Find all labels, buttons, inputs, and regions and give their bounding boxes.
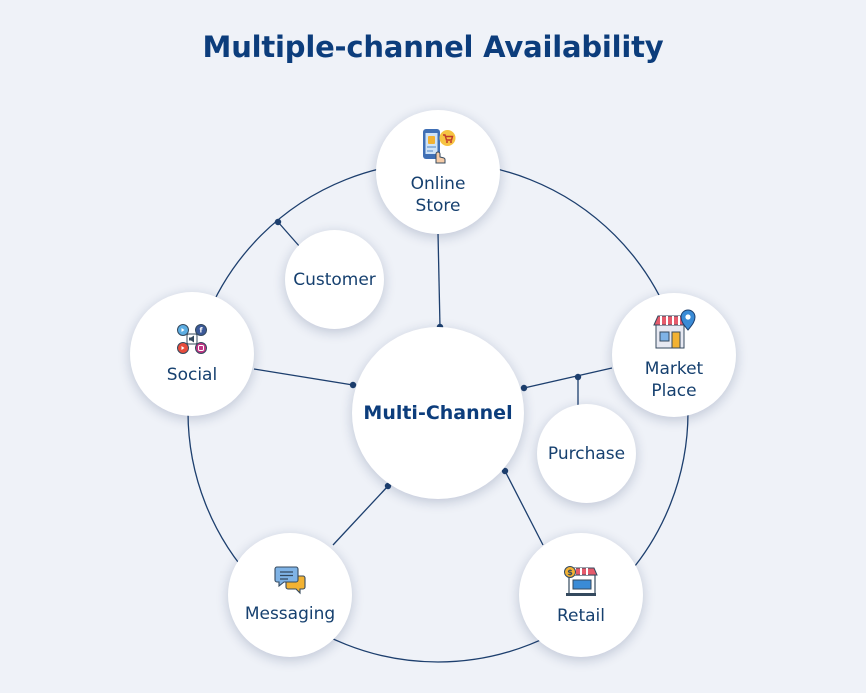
spoke-market-place	[523, 367, 613, 389]
retail-shop-icon: $	[563, 563, 599, 603]
spoke-online-store	[437, 232, 441, 328]
channel-node-label: Retail	[556, 606, 606, 626]
channel-node-market-place: Market Place	[612, 293, 736, 417]
spoke-retail	[504, 470, 544, 546]
junction-dot	[520, 384, 528, 392]
spoke-messaging	[332, 485, 389, 546]
junction-dot	[274, 218, 282, 226]
channel-node-social: f Social	[130, 292, 254, 416]
junction-dot	[501, 467, 509, 475]
junction-dot	[349, 381, 357, 389]
storefront-location-pin-icon	[652, 308, 696, 356]
channel-node-label: Online Store	[410, 174, 466, 216]
channel-node-online-store: Online Store	[376, 110, 500, 234]
center-node: Multi-Channel	[352, 327, 524, 499]
chat-bubbles-icon	[274, 565, 306, 601]
social-media-icon: f	[175, 322, 209, 362]
junction-dot	[574, 373, 582, 381]
channel-node-retail: $ Retail	[519, 533, 643, 657]
annotation-node-purchase: Purchase	[537, 404, 636, 503]
diagram-title: Multiple-channel Availability	[202, 30, 664, 64]
channel-node-messaging: Messaging	[228, 533, 352, 657]
svg-text:$: $	[567, 568, 573, 577]
spoke-social	[253, 368, 354, 386]
branch-customer	[277, 221, 301, 248]
svg-text:f: f	[199, 327, 203, 335]
annotation-node-label: Customer	[293, 269, 376, 290]
center-node-label: Multi-Channel	[363, 402, 513, 424]
annotation-node-label: Purchase	[547, 443, 626, 464]
channel-node-label: Social	[166, 365, 218, 385]
smartphone-shopping-cart-icon	[419, 127, 457, 171]
annotation-node-customer: Customer	[285, 230, 384, 329]
channel-node-label: Market Place	[644, 359, 704, 401]
channel-node-label: Messaging	[244, 604, 336, 624]
